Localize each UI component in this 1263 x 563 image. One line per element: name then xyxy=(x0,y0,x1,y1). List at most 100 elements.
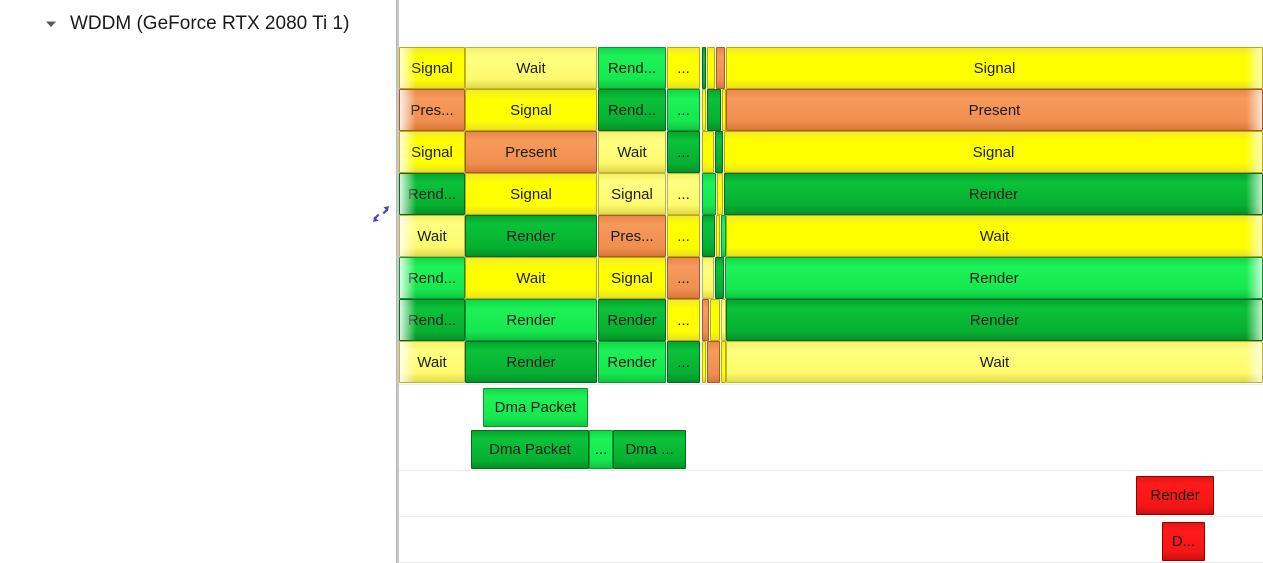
timeline-segment[interactable]: Render xyxy=(465,341,597,383)
timeline-segment-label: Present xyxy=(968,101,1021,119)
timeline-segment[interactable]: Render xyxy=(725,257,1263,299)
timeline-segment-label: Render xyxy=(968,185,1019,203)
timeline-segment[interactable]: Render xyxy=(724,173,1263,215)
timeline-segment[interactable]: Signal xyxy=(399,131,465,173)
timeline-segment-label: Signal xyxy=(411,143,453,161)
timeline-row: Rend... Wait Signal... Render xyxy=(399,257,1263,299)
timeline-segment-narrow[interactable] xyxy=(717,173,723,215)
timeline-segment[interactable]: ... xyxy=(667,299,700,341)
timeline-segment[interactable]: Dma Packet xyxy=(471,430,589,469)
timeline-segment-label: Wait xyxy=(516,269,546,287)
timeline-segment-narrow[interactable] xyxy=(722,89,726,131)
timeline-segment-narrow[interactable] xyxy=(702,47,706,89)
timeline-segment-label: Rend... xyxy=(607,101,657,119)
timeline-segment[interactable]: Pres... xyxy=(598,215,666,257)
timeline-segment-label: Render xyxy=(1150,487,1200,504)
timeline-row: Wait Render Pres...... Wait xyxy=(399,215,1263,257)
timeline-segment-narrow[interactable] xyxy=(707,341,720,383)
timeline-segment-label: Render xyxy=(607,311,657,329)
timeline-segment[interactable]: Wait xyxy=(465,47,597,89)
timeline-segment-narrow[interactable] xyxy=(702,131,714,173)
timeline-segment-label: Dma Packet xyxy=(489,441,571,458)
timeline-segment-narrow[interactable] xyxy=(715,257,724,299)
timeline-row: D... xyxy=(399,522,1263,561)
timeline-segment[interactable]: ... xyxy=(589,430,613,469)
timeline-segment-label: ... xyxy=(677,227,690,245)
timeline-segment[interactable]: Dma ... xyxy=(613,430,686,469)
timeline-segment[interactable]: Rend... xyxy=(598,47,666,89)
timeline-segment-label: Wait xyxy=(417,353,447,371)
timeline-segment-narrow[interactable] xyxy=(715,131,723,173)
group-header-wddm[interactable]: WDDM (GeForce RTX 2080 Ti 1) xyxy=(0,7,396,41)
timeline-segment[interactable]: Signal xyxy=(465,173,597,215)
timeline-segment-narrow[interactable] xyxy=(721,215,726,257)
timeline-segment[interactable]: Signal xyxy=(465,89,597,131)
timeline-segment[interactable]: ... xyxy=(667,341,700,383)
timeline-segment-narrow[interactable] xyxy=(721,341,726,383)
timeline-row: Pres...Signal Rend...... Present xyxy=(399,89,1263,131)
timeline-segment-narrow[interactable] xyxy=(702,215,715,257)
pane-divider[interactable] xyxy=(396,0,399,563)
timeline-segment[interactable]: Wait xyxy=(399,341,465,383)
timeline-segment[interactable]: Render xyxy=(598,341,666,383)
timeline-segment[interactable]: Rend... xyxy=(399,299,465,341)
timeline-segment[interactable]: ... xyxy=(667,173,700,215)
timeline-segment-narrow[interactable] xyxy=(716,215,720,257)
timeline-row: Dma Packet... Dma ... xyxy=(399,430,1263,469)
timeline-segment[interactable]: Rend... xyxy=(399,257,465,299)
timeline-segment[interactable]: Wait xyxy=(465,257,597,299)
timeline-segment-narrow[interactable] xyxy=(702,89,706,131)
timeline-segment-narrow[interactable] xyxy=(716,47,725,89)
timeline-segment[interactable]: Signal xyxy=(726,47,1263,89)
timeline-segment[interactable]: Rend... xyxy=(399,173,465,215)
timeline-segment-narrow[interactable] xyxy=(707,47,715,89)
timeline-segment[interactable]: Render xyxy=(598,299,666,341)
timeline-segment[interactable]: Signal xyxy=(598,173,666,215)
timeline-segment[interactable]: ... xyxy=(667,47,700,89)
timeline-segment-narrow[interactable] xyxy=(710,299,720,341)
timeline-segment[interactable]: Wait xyxy=(598,131,666,173)
timeline-segment[interactable]: Render xyxy=(726,299,1263,341)
timeline-segment-narrow[interactable] xyxy=(702,299,709,341)
timeline-segment[interactable]: Wait xyxy=(726,341,1263,383)
timeline-segment[interactable]: ... xyxy=(667,215,700,257)
timeline-segment[interactable]: Present xyxy=(726,89,1263,131)
timeline-segment[interactable]: Pres... xyxy=(399,89,465,131)
timeline-segment-narrow[interactable] xyxy=(702,257,714,299)
timeline-segment[interactable]: Render xyxy=(1136,476,1214,515)
timeline-segment-label: Dma ... xyxy=(625,441,674,458)
timeline-segment-label: Wait xyxy=(516,59,546,77)
timeline-segment[interactable]: ... xyxy=(667,131,700,173)
timeline-segment-label: ... xyxy=(677,269,690,287)
timeline-segment[interactable]: Render xyxy=(465,215,597,257)
timeline-segment-label: Present xyxy=(505,143,557,161)
timeline-segment[interactable]: Rend... xyxy=(598,89,666,131)
timeline-segment-label: ... xyxy=(677,311,690,329)
timeline-segment-narrow[interactable] xyxy=(702,341,706,383)
timeline-segment[interactable]: Wait xyxy=(399,215,465,257)
timeline-segment-narrow[interactable] xyxy=(721,299,726,341)
timeline-segment[interactable]: D... xyxy=(1162,522,1205,561)
row-separator xyxy=(399,384,1263,385)
timeline-segment-label: Render xyxy=(506,227,556,245)
chevron-down-icon[interactable] xyxy=(38,11,64,37)
timeline-segment[interactable]: Render xyxy=(465,299,597,341)
timeline-segment-label: Signal xyxy=(972,143,1015,161)
timeline-segment-label: Dma Packet xyxy=(494,399,577,416)
timeline-segment[interactable]: Signal xyxy=(598,257,666,299)
timeline-segment[interactable]: ... xyxy=(667,257,700,299)
timeline-segment-narrow[interactable] xyxy=(702,173,716,215)
timeline-segment-label: Wait xyxy=(979,353,1010,371)
timeline-segment[interactable]: Wait xyxy=(726,215,1263,257)
timeline-segment[interactable]: Signal xyxy=(399,47,465,89)
timeline-segment-label: Wait xyxy=(617,143,647,161)
timeline-segment[interactable]: Dma Packet xyxy=(483,388,588,427)
timeline-row: Signal Wait Rend...... Signal xyxy=(399,47,1263,89)
timeline-segment[interactable]: Signal xyxy=(724,131,1263,173)
timeline-segment[interactable]: ... xyxy=(667,89,700,131)
collapse-diagonal-arrows-icon[interactable] xyxy=(370,203,392,225)
timeline-segment[interactable]: Present xyxy=(465,131,597,173)
timeline-segment-narrow[interactable] xyxy=(707,89,721,131)
